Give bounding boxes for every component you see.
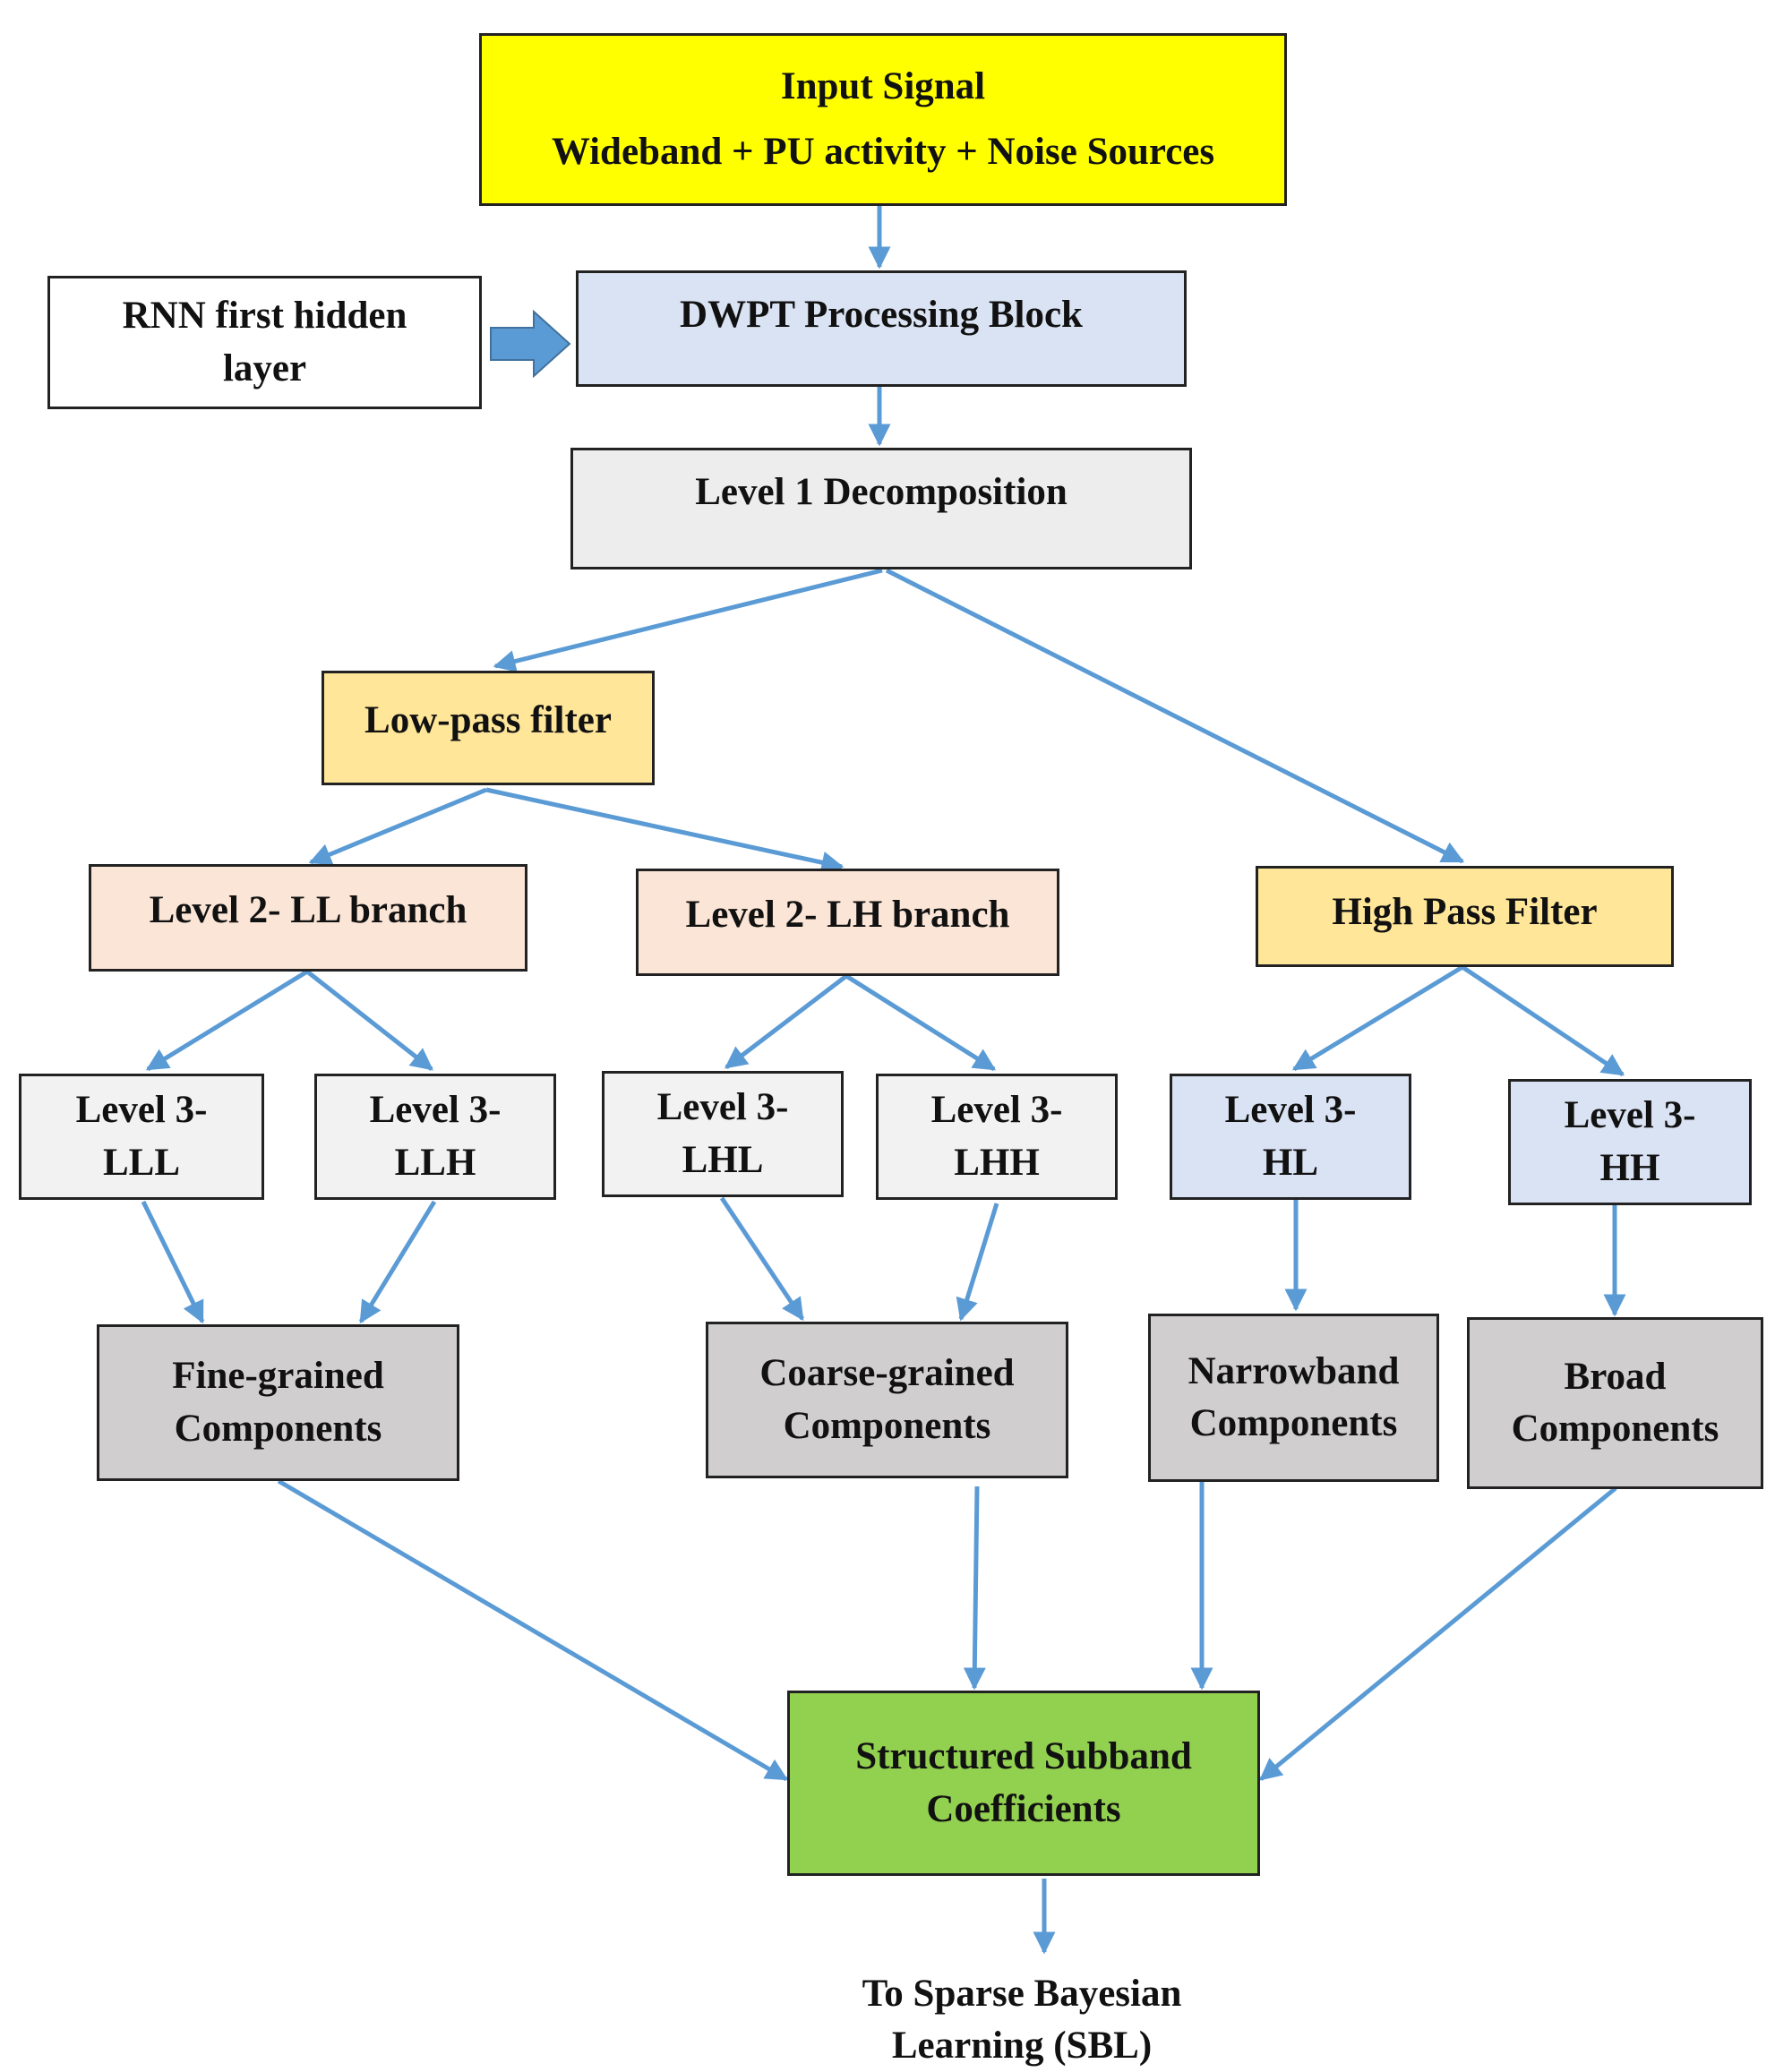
sbl-line1: To Sparse Bayesian (862, 1973, 1182, 2015)
rnn-hidden-layer-box: RNN first hidden layer (47, 276, 482, 409)
high-pass-filter-box: High Pass Filter (1256, 866, 1674, 967)
level3-llh-line2: LLH (394, 1141, 476, 1184)
low-pass-filter-box: Low-pass filter (322, 671, 655, 785)
arrow-broad-to-output (1259, 1486, 1617, 1781)
level3-lhh-box: Level 3- LHH (876, 1074, 1118, 1200)
level3-llh-line1: Level 3- (369, 1089, 502, 1132)
coarse-line1: Coarse-grained (759, 1352, 1015, 1395)
fine-line1: Fine-grained (172, 1355, 384, 1398)
rnn-label-line1: RNN first hidden (122, 295, 407, 338)
sbl-line2: Learning (SBL) (891, 2025, 1153, 2068)
low-pass-label: Low-pass filter (364, 699, 612, 741)
narrowband-line2: Components (1189, 1402, 1398, 1444)
input-signal-title: Input Signal (780, 65, 986, 108)
arrow-ll-to-llh (305, 970, 433, 1071)
broad-line2: Components (1511, 1408, 1719, 1450)
arrow-highpass-to-hl (1291, 964, 1464, 1072)
level3-hl-box: Level 3- HL (1170, 1074, 1411, 1200)
fine-line2: Components (174, 1407, 382, 1450)
level3-lhl-line2: LHL (682, 1138, 764, 1181)
output-line2: Coefficients (926, 1787, 1121, 1830)
arrow-lh-to-lhh (845, 973, 997, 1072)
level3-hh-line2: HH (1599, 1146, 1660, 1189)
arrow-coarse-to-output (963, 1486, 986, 1691)
level3-lll-line1: Level 3- (75, 1089, 208, 1132)
level3-lll-box: Level 3- LLL (19, 1074, 264, 1200)
arrow-lh-to-lhl (725, 974, 848, 1069)
level3-lhl-line1: Level 3- (656, 1086, 789, 1129)
arrow-ll-to-lll (145, 969, 309, 1072)
input-signal-subtitle: Wideband + PU activity + Noise Sources (551, 130, 1215, 173)
arrow-level1-to-highpass (885, 568, 1465, 864)
arrow-lhl-to-coarse (719, 1196, 805, 1322)
rnn-label-line2: layer (222, 347, 307, 390)
level3-lhl-box: Level 3- LHL (602, 1071, 844, 1197)
level2-ll-label: Level 2- LL branch (149, 889, 467, 931)
arrow-highpass-to-hh (1461, 964, 1625, 1077)
level3-hl-line1: Level 3- (1224, 1089, 1357, 1132)
output-line1: Structured Subband (855, 1735, 1192, 1778)
level3-lhh-line2: LHH (954, 1141, 1040, 1184)
dwpt-label: DWPT Processing Block (680, 294, 1083, 336)
level3-lhh-line1: Level 3- (930, 1089, 1063, 1132)
arrow-lowpass-to-ll (308, 787, 487, 865)
high-pass-label: High Pass Filter (1332, 891, 1598, 933)
arrow-lll-to-fine (141, 1200, 205, 1324)
level1-label: Level 1 Decomposition (695, 471, 1068, 513)
narrowband-line1: Narrowband (1188, 1349, 1400, 1392)
input-signal-box: Input Signal Wideband + PU activity + No… (479, 33, 1287, 206)
level3-hl-line2: HL (1262, 1141, 1319, 1184)
structured-subband-coefficients-box: Structured Subband Coefficients (787, 1691, 1260, 1876)
fine-grained-components-box: Fine-grained Components (97, 1324, 459, 1481)
level3-llh-box: Level 3- LLH (314, 1074, 556, 1200)
dwpt-processing-block: DWPT Processing Block (576, 270, 1187, 387)
arrow-llh-to-fine (358, 1200, 437, 1324)
level3-lll-line2: LLL (102, 1141, 181, 1184)
arrow-lowpass-to-lh (485, 787, 845, 874)
arrow-level1-to-lowpass (493, 568, 883, 672)
arrow-lhh-to-coarse (956, 1203, 999, 1322)
level3-hh-line1: Level 3- (1564, 1094, 1696, 1137)
narrowband-components-box: Narrowband Components (1148, 1314, 1439, 1482)
coarse-grained-components-box: Coarse-grained Components (706, 1322, 1068, 1478)
level2-lh-branch-box: Level 2- LH branch (636, 869, 1059, 976)
level1-decomposition-box: Level 1 Decomposition (570, 448, 1192, 569)
broad-line1: Broad (1564, 1355, 1667, 1398)
level2-lh-label: Level 2- LH branch (685, 894, 1010, 936)
level3-hh-box: Level 3- HH (1508, 1079, 1752, 1205)
broad-components-box: Broad Components (1467, 1317, 1763, 1489)
level2-ll-branch-box: Level 2- LL branch (89, 864, 527, 972)
coarse-line2: Components (783, 1404, 991, 1447)
thick-arrow-rnn-to-dwpt (490, 309, 571, 379)
arrow-fine-to-output (277, 1478, 789, 1782)
sbl-caption: To Sparse Bayesian Learning (SBL) (776, 1968, 1268, 2072)
